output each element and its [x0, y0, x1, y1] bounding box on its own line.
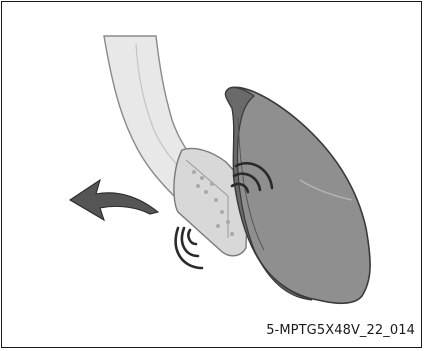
release-arrow-icon [70, 180, 158, 220]
shoe [226, 87, 371, 303]
figure-code-label: 5-MPTG5X48V_22_014 [266, 323, 415, 338]
sound-waves-icon-left [176, 228, 202, 268]
